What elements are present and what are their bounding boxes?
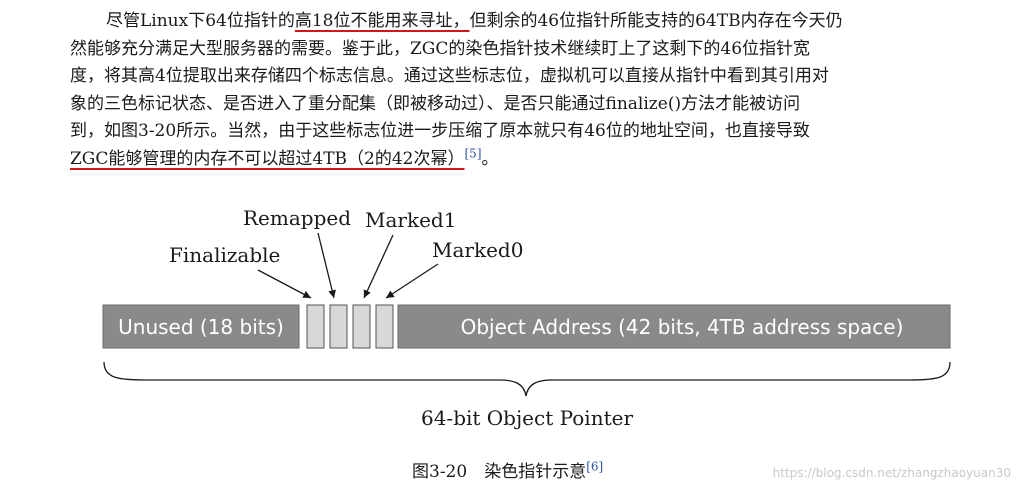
paragraph-line-6: ZGC能够管理的内存不可以超过4TB（2的42次幂）[5]。 [70, 146, 970, 174]
reference-link[interactable]: [5] [464, 145, 482, 160]
paragraph-line-3: 度，将其高4位提取出来存储四个标志信息。通过这些标志位，虚拟机可以直接从指针中看… [70, 66, 829, 86]
pointer-label: 64-bit Object Pointer [421, 406, 633, 430]
marked1-arrow [363, 234, 394, 299]
brace-icon [103, 361, 951, 397]
text-segment: 。 [481, 148, 499, 169]
figure-caption: 图3-20 染色指针示意[6] [412, 457, 603, 482]
underlined-text: 高18位不能用来寻址， [294, 11, 470, 31]
underlined-text: ZGC能够管理的内存不可以超过4TB（2的42次幂） [70, 148, 465, 169]
paragraph-line-1: 尽管Linux下64位指针的高18位不能用来寻址，但剩余的46位指针所能支持的6… [70, 8, 970, 36]
remapped-arrow [317, 232, 336, 299]
watermark: https://blog.csdn.net/zhangzhaoyuan30 [772, 466, 1011, 480]
marked1-label: Marked1 [365, 208, 456, 232]
marked1-bit [352, 304, 371, 349]
remapped-bit [329, 304, 348, 349]
finalizable-bit [306, 304, 325, 349]
remapped-label: Remapped [243, 206, 351, 230]
unused-bits-segment [102, 304, 300, 349]
finalizable-label: Finalizable [169, 243, 280, 267]
marked0-arrow [385, 263, 439, 299]
caption-text: 图3-20 染色指针示意 [412, 462, 587, 482]
object-address-segment [397, 304, 951, 349]
object-address-label: Object Address (42 bits, 4TB address spa… [461, 315, 904, 339]
paragraph-line-5: 到，如图3-20所示。当然，由于这些标志位进一步压缩了原本就只有46位的地址空间… [70, 121, 810, 141]
marked0-bit [375, 304, 394, 349]
paragraph-line-2: 然能够充分满足大型服务器的需要。鉴于此，ZGC的染色指针技术继续盯上了这剩下的4… [70, 38, 811, 59]
finalizable-arrow [257, 269, 312, 299]
unused-bits-label: Unused (18 bits) [118, 315, 284, 339]
marked0-label: Marked0 [432, 238, 523, 262]
caption-reference-link[interactable]: [6] [586, 459, 604, 474]
paragraph-line-4: 象的三色标记状态、是否进入了重分配集（即被移动过）、是否只能通过finalize… [70, 93, 801, 114]
body-paragraph: 尽管Linux下64位指针的高18位不能用来寻址，但剩余的46位指针所能支持的6… [70, 8, 970, 173]
text-segment: 但剩余的46位指针所能支持的64TB内存在今天仍 [469, 11, 843, 31]
text-segment: 尽管Linux下64位指针的 [106, 11, 295, 31]
